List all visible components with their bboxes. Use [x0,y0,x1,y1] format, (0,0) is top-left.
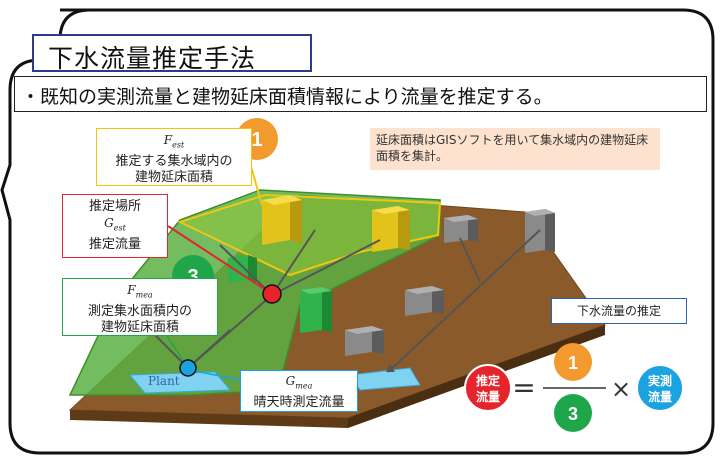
building-yellow-2 [372,206,410,252]
g-est-var: G [104,216,114,230]
pointer-g-mea [189,369,241,381]
marker-three-text: 3 [187,266,198,288]
building-gray-group [345,209,555,356]
g-mea-sub: mea [295,381,313,391]
label-g-mea: Gmea 晴天時測定流量 [240,370,358,412]
label-f-mea: Fmea 測定集水面積内の 建物延床面積 [62,278,218,336]
formula-times: × [611,375,631,403]
g-mea-line: 晴天時測定流量 [253,394,345,410]
measured-point [179,359,197,377]
f-est-sub: est [172,140,185,150]
g-est-sub: est [113,223,126,233]
formula-right-bottom: 流量 [648,389,672,404]
formula-right-top: 実測 [648,373,672,388]
f-mea-var: F [127,283,136,297]
formula-left-top: 推定 [476,373,500,388]
f-mea-sub: mea [135,290,153,300]
label-est-place: 推定場所 Gest 推定流量 [62,194,168,258]
subtitle-box: ・既知の実測流量と建物延床面積情報により流量を推定する。 [14,76,707,112]
formula-equals: = [512,371,535,404]
f-est-var: F [163,133,173,147]
formula-measured-circle [636,364,684,412]
subtitle: ・既知の実測流量と建物延床面積情報により流量を推定する。 [21,86,553,108]
f-est-line1: 推定する集水域内の [115,153,233,169]
label-f-est: Fest 推定する集水域内の 建物延床面積 [96,128,252,186]
note-box: 延床面積はGISソフトを用いて集水域内の建物延床面積を集計。 [370,128,660,170]
f-est-line2: 建物延床面積 [134,169,213,185]
formula-numerator-circle [554,343,592,381]
formula-denominator: 3 [568,404,578,424]
pointer-f-est [249,162,263,206]
formula-numerator: 1 [568,353,578,373]
plant-label: Plant [148,374,180,388]
marker-one-text: 1 [251,129,262,151]
formula-denominator-circle [554,394,592,432]
ground-side [70,410,348,428]
formula-left-bottom: 流量 [476,389,500,404]
title-box: 下水流量推定手法 [32,34,312,73]
estimated-point [262,284,282,304]
building-yellow-1 [262,195,302,245]
building-green-1 [300,287,332,333]
pointer-est-place [167,225,273,295]
est-place: 推定場所 [88,199,141,214]
page-title: 下水流量推定手法 [48,44,257,73]
formula-est-circle [464,364,512,412]
flow-arrows [119,229,541,373]
f-mea-line2: 建物延床面積 [100,319,179,335]
formula-heading: 下水流量の推定 [551,298,687,324]
g-mea-var: G [285,374,296,388]
f-mea-line1: 測定集水面積内の [87,303,192,319]
est-flow: 推定流量 [88,236,141,252]
